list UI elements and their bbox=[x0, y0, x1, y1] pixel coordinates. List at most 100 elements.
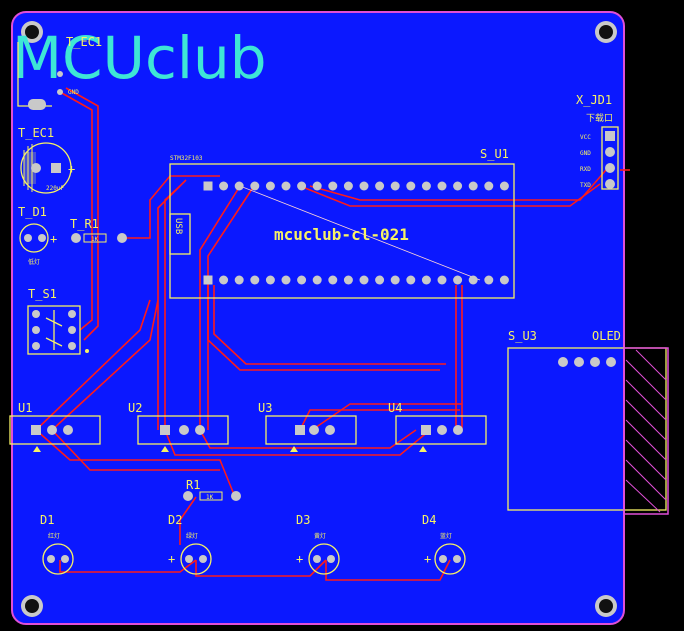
mcu-pin bbox=[203, 275, 213, 285]
mcu-pin bbox=[219, 275, 229, 285]
u1-outline bbox=[9, 415, 101, 445]
mcu-pin bbox=[265, 275, 275, 285]
mcu-pin bbox=[421, 275, 431, 285]
mounting-hole bbox=[21, 21, 43, 43]
mcu-pin bbox=[312, 275, 322, 285]
u2-label: U2 bbox=[128, 401, 142, 415]
cap-value-label: 220uF bbox=[46, 185, 64, 192]
mcu-pin bbox=[297, 181, 307, 191]
mounting-hole bbox=[595, 21, 617, 43]
mcu-pin bbox=[281, 181, 291, 191]
mcu-pin bbox=[343, 275, 353, 285]
pin-txd: TXD bbox=[580, 182, 591, 189]
tr1-label: T_R1 bbox=[70, 217, 99, 231]
tr1-value: 1K bbox=[91, 236, 99, 243]
small-led-name: 低灯 bbox=[28, 258, 40, 266]
mcu-pin bbox=[421, 181, 431, 191]
su1-label: S_U1 bbox=[480, 147, 509, 161]
mcu-pin bbox=[203, 181, 213, 191]
tec1-label: T_EC1 bbox=[18, 126, 54, 140]
d4-label: D4 bbox=[422, 513, 436, 527]
r1-value: 1K bbox=[206, 494, 214, 501]
oled-hatch bbox=[625, 349, 667, 513]
d4-name: 蓝灯 bbox=[440, 532, 452, 540]
mcu-pin bbox=[499, 181, 509, 191]
ts1-label: T_S1 bbox=[28, 287, 57, 301]
oled-keepout bbox=[623, 347, 669, 515]
mounting-hole bbox=[595, 595, 617, 617]
mcu-pin bbox=[265, 181, 275, 191]
mcu-pin bbox=[281, 275, 291, 285]
capacitor-footprint bbox=[20, 142, 72, 194]
u3-outline bbox=[265, 415, 357, 445]
mcu-pin bbox=[312, 181, 322, 191]
u1-label: U1 bbox=[18, 401, 32, 415]
mcu-pin bbox=[406, 181, 416, 191]
u2-outline bbox=[137, 415, 229, 445]
mcu-pin bbox=[390, 181, 400, 191]
mcu-pins-top bbox=[203, 181, 509, 191]
mcu-pin bbox=[250, 181, 260, 191]
cap-plus-label: + bbox=[68, 162, 75, 176]
mcu-pin bbox=[484, 275, 494, 285]
board-outline bbox=[11, 11, 625, 625]
mcu-pin bbox=[453, 181, 463, 191]
traces bbox=[35, 87, 630, 581]
oled-label: OLED bbox=[592, 329, 621, 343]
d4-plus: + bbox=[424, 552, 431, 566]
u3-pins bbox=[290, 425, 335, 452]
mcu-pin bbox=[250, 275, 260, 285]
d3-name: 黄灯 bbox=[314, 532, 326, 540]
u2-pins bbox=[160, 425, 205, 452]
pin-rxd: RXD bbox=[580, 166, 591, 173]
small-led-footprint bbox=[19, 223, 49, 253]
board-name: mcuclub-cl-021 bbox=[274, 225, 409, 244]
mcu-pin bbox=[343, 181, 353, 191]
d2-name: 绿灯 bbox=[186, 532, 198, 540]
pin-gnd: GND bbox=[580, 150, 591, 157]
r1-footprint bbox=[183, 491, 241, 501]
mcu-pin bbox=[375, 181, 385, 191]
su3-label: S_U3 bbox=[508, 329, 537, 343]
mcu-pin bbox=[484, 181, 494, 191]
mcu-pin bbox=[359, 275, 369, 285]
board-logo: MCUclub bbox=[12, 24, 267, 92]
td1-plus-label: + bbox=[50, 232, 57, 246]
u3-label: U3 bbox=[258, 401, 272, 415]
mcu-pin bbox=[359, 181, 369, 191]
oled-pins bbox=[558, 357, 616, 367]
u4-outline bbox=[395, 415, 487, 445]
mcu-pin bbox=[297, 275, 307, 285]
d2-led-footprint bbox=[180, 543, 212, 575]
mcu-pin bbox=[453, 275, 463, 285]
d1-label: D1 bbox=[40, 513, 54, 527]
d1-name: 红灯 bbox=[48, 532, 60, 540]
d3-label: D3 bbox=[296, 513, 310, 527]
mcu-pin bbox=[468, 275, 478, 285]
mcu-pin bbox=[219, 181, 229, 191]
xjd1-label: X_JD1 bbox=[576, 93, 612, 107]
d3-plus: + bbox=[296, 552, 303, 566]
mcu-pin bbox=[375, 275, 385, 285]
mcu-pins-bottom bbox=[203, 275, 509, 285]
header-pins bbox=[605, 131, 615, 189]
oled-outline bbox=[507, 347, 667, 511]
usb-outline bbox=[169, 213, 191, 255]
mcu-pin bbox=[328, 181, 338, 191]
mcu-pin bbox=[499, 275, 509, 285]
usb-label: USB bbox=[173, 218, 183, 234]
mcu-pin bbox=[328, 275, 338, 285]
u4-pins bbox=[419, 425, 463, 452]
mcu-pin bbox=[437, 181, 447, 191]
tec1-top-label: T_EC1 bbox=[66, 35, 102, 49]
d3-led-footprint bbox=[308, 543, 340, 575]
mcu-pin bbox=[468, 181, 478, 191]
tec1-top-footprint bbox=[17, 42, 63, 110]
resistor-tr1-footprint bbox=[71, 233, 127, 243]
mcu-pin bbox=[390, 275, 400, 285]
mounting-hole bbox=[21, 595, 43, 617]
switch-footprint bbox=[27, 305, 89, 355]
mcu-pin bbox=[437, 275, 447, 285]
